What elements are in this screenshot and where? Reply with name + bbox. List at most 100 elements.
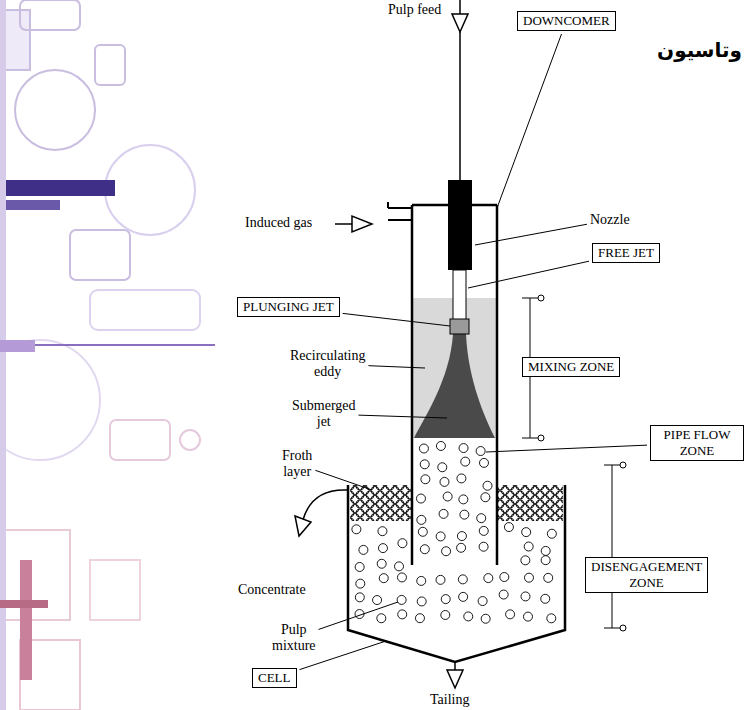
bubble [522, 528, 531, 537]
part-label: Nozzle [590, 212, 630, 228]
bubble [436, 575, 445, 584]
concentrate-line [303, 490, 348, 520]
bubble [459, 495, 468, 504]
froth-layer [350, 485, 411, 521]
zone-label-box: FREE JET [592, 243, 660, 263]
bubble [356, 579, 365, 588]
bubble [521, 556, 530, 565]
tailing-arrow [447, 670, 463, 688]
bubble [442, 547, 451, 556]
bubble [499, 590, 508, 599]
bubble [418, 527, 427, 536]
bubble [506, 610, 515, 619]
page-title: وتاسیون [657, 38, 742, 62]
decor-band [0, 200, 60, 210]
part-label: Pulp mixture [272, 622, 316, 654]
bubble [417, 576, 426, 585]
zone-label-box: PLUNGING JET [237, 297, 340, 317]
zone-label-box: DOWNCOMER [517, 11, 616, 31]
leader-line [368, 366, 425, 368]
bubble [398, 610, 407, 619]
bubble [500, 573, 509, 582]
bubble [479, 526, 488, 535]
bubble [541, 556, 550, 565]
submerged-jet [414, 334, 495, 438]
gas-inlet [388, 202, 412, 220]
bubble [459, 592, 468, 601]
feed-line [459, 32, 461, 180]
tailing-line [454, 662, 456, 670]
bubble [416, 494, 425, 503]
bubble [524, 573, 533, 582]
plunging-jet [450, 319, 469, 334]
bubble [544, 573, 553, 582]
bubble [524, 542, 533, 551]
bubble [460, 510, 469, 519]
leader-line [315, 470, 372, 490]
free-jet [453, 270, 466, 320]
leader-line [486, 445, 647, 452]
zone-name: PLUNGING JET [243, 299, 334, 315]
bubble [443, 492, 452, 501]
concentrate-arrow [295, 516, 311, 536]
bubble [481, 614, 490, 623]
bubble [398, 539, 407, 548]
bubble [377, 559, 386, 568]
bubble [373, 596, 382, 605]
decor-band [0, 340, 35, 352]
part-label: Pulp feed [388, 2, 441, 18]
bubble [355, 562, 364, 571]
bubble [420, 545, 429, 554]
part-label: Submerged jet [292, 398, 356, 430]
decor-band [0, 600, 48, 608]
zone-name: DISENGAGEMENT ZONE [591, 559, 702, 591]
bubble [547, 529, 556, 538]
part-label: Induced gas [245, 215, 312, 231]
part-label: Froth layer [282, 448, 312, 480]
bubble [541, 594, 550, 603]
bubble [395, 562, 404, 571]
gas-line [335, 223, 352, 225]
bubble [481, 493, 490, 502]
bubble [421, 475, 430, 484]
bubble [458, 575, 467, 584]
bubble [438, 463, 447, 472]
leader-line [319, 602, 398, 629]
bubble [477, 514, 486, 523]
leader-line [468, 261, 589, 288]
cell-vessel [348, 485, 565, 662]
part-label: Recirculating eddy [290, 348, 365, 380]
decor-shapes [0, 0, 200, 710]
part-label: Concentrate [238, 582, 306, 598]
bubble [436, 532, 445, 541]
bubble [355, 593, 364, 602]
bubble [521, 592, 530, 601]
zone-name: PIPE FLOW ZONE [656, 427, 738, 459]
bubble [547, 614, 556, 623]
leader-line [497, 34, 562, 208]
bubble [397, 595, 406, 604]
bubble [483, 481, 492, 490]
bubble [378, 527, 387, 536]
leader-line [475, 224, 587, 245]
zone-label-box: MIXING ZONE [522, 357, 620, 377]
zone-name: DOWNCOMER [523, 13, 610, 29]
gas-arrow [352, 216, 372, 232]
bubble [457, 543, 466, 552]
bubble [461, 457, 470, 466]
bubble [459, 444, 468, 453]
bubble [464, 612, 473, 621]
bubble [457, 474, 466, 483]
zone-name: FREE JET [598, 245, 654, 261]
bubble [439, 509, 448, 518]
bubble [504, 523, 513, 532]
zone-label-box: PIPE FLOW ZONE [650, 425, 744, 461]
zone-name: MIXING ZONE [528, 359, 614, 375]
bubble [359, 545, 368, 554]
leader-line [359, 415, 447, 418]
bubble [441, 595, 450, 604]
decor-band [0, 180, 115, 196]
decor-band [20, 560, 32, 680]
